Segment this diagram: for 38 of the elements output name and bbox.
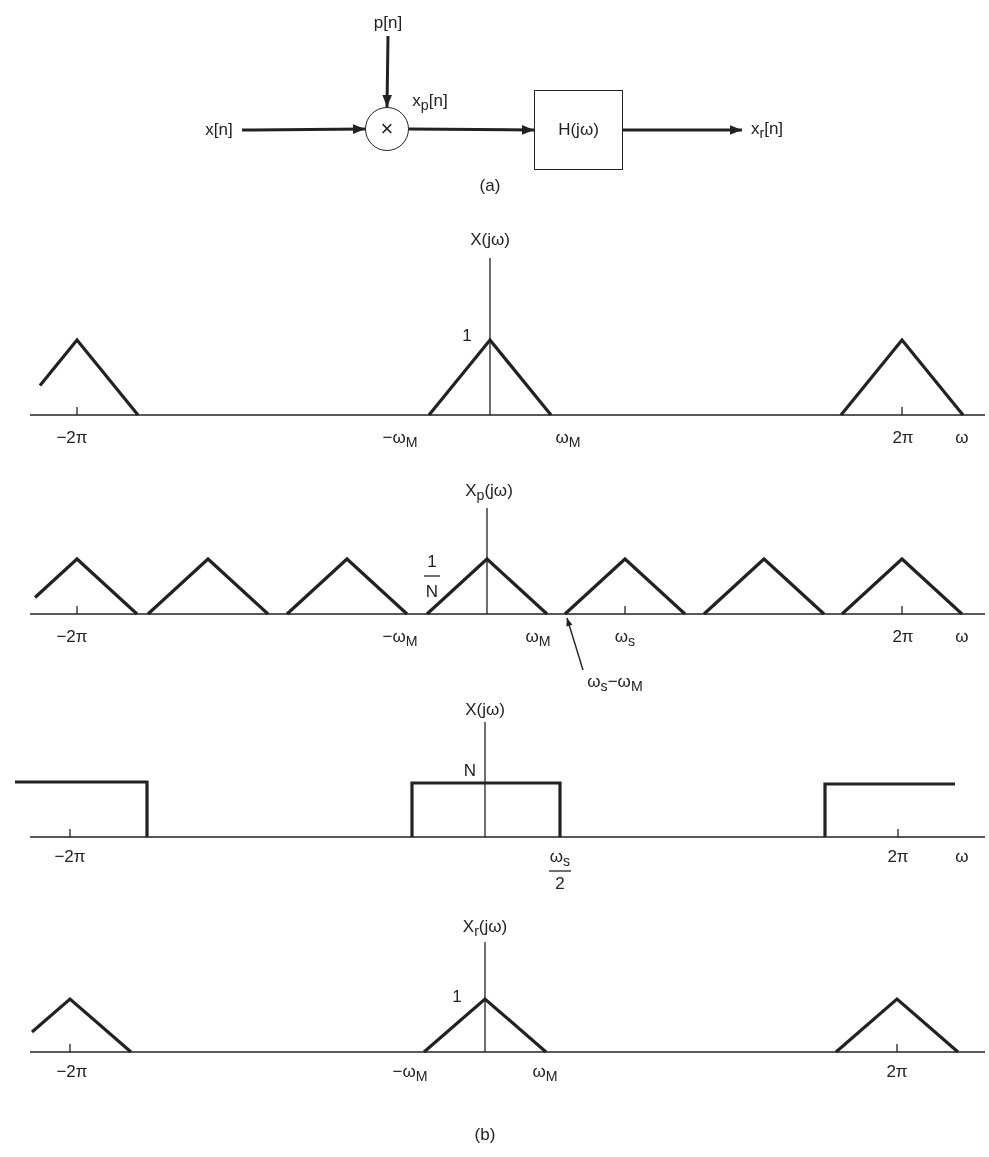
multiplier-circle: × <box>365 107 409 151</box>
tick-label: −ω$_{M}$ <box>382 628 418 650</box>
tick-label: ω$_{M}$ <box>555 429 581 451</box>
tick-label: 2π <box>886 1062 908 1082</box>
tick-label: −2π <box>56 1062 88 1082</box>
tick-label: ω$_{M}$ <box>532 1063 558 1085</box>
tick-label: 1 <box>452 987 462 1007</box>
spectrum-plot-drawing <box>29 507 986 616</box>
signal-label: x[n] <box>196 117 242 143</box>
tick-label: ω$_{M}$ <box>525 628 551 650</box>
axis-label: ω <box>955 428 969 448</box>
tick-label: N <box>425 582 439 602</box>
signal-label: x$_{r}$[n] <box>742 116 792 144</box>
panel-caption: (a) <box>479 176 501 196</box>
panel-caption: (b) <box>474 1125 496 1145</box>
edge-label: x$_{p}$[n] <box>412 92 448 114</box>
tick-label: 2π <box>892 627 914 647</box>
tick-label: 1 <box>427 552 437 572</box>
axis-title: X(jω) <box>465 700 505 720</box>
axis-title: X$_{r}$(jω) <box>462 918 508 940</box>
tick-label: 2π <box>887 847 909 867</box>
axis-label: ω <box>955 847 969 867</box>
tick-label: 1 <box>462 326 472 346</box>
tick-label: −ω$_{M}$ <box>382 429 418 451</box>
tick-label: −2π <box>54 847 86 867</box>
filter-box: H(jω) <box>534 90 623 170</box>
tick-label: −2π <box>56 627 88 647</box>
signal-label: p[n] <box>366 10 410 36</box>
leader-text: ω$_{s}$−ω$_{M}$ <box>575 670 655 696</box>
tick-label: ω$_{s}$ <box>549 848 571 870</box>
tick-label: N <box>463 761 477 781</box>
tick-label: ω$_{s}$ <box>614 628 636 650</box>
axis-label: ω <box>955 627 969 647</box>
tick-label: 2π <box>892 428 914 448</box>
axis-title: X(jω) <box>470 230 510 250</box>
tick-label: −ω$_{M}$ <box>392 1063 428 1085</box>
tick-label: 2 <box>555 874 565 894</box>
tick-label: −2π <box>56 428 88 448</box>
